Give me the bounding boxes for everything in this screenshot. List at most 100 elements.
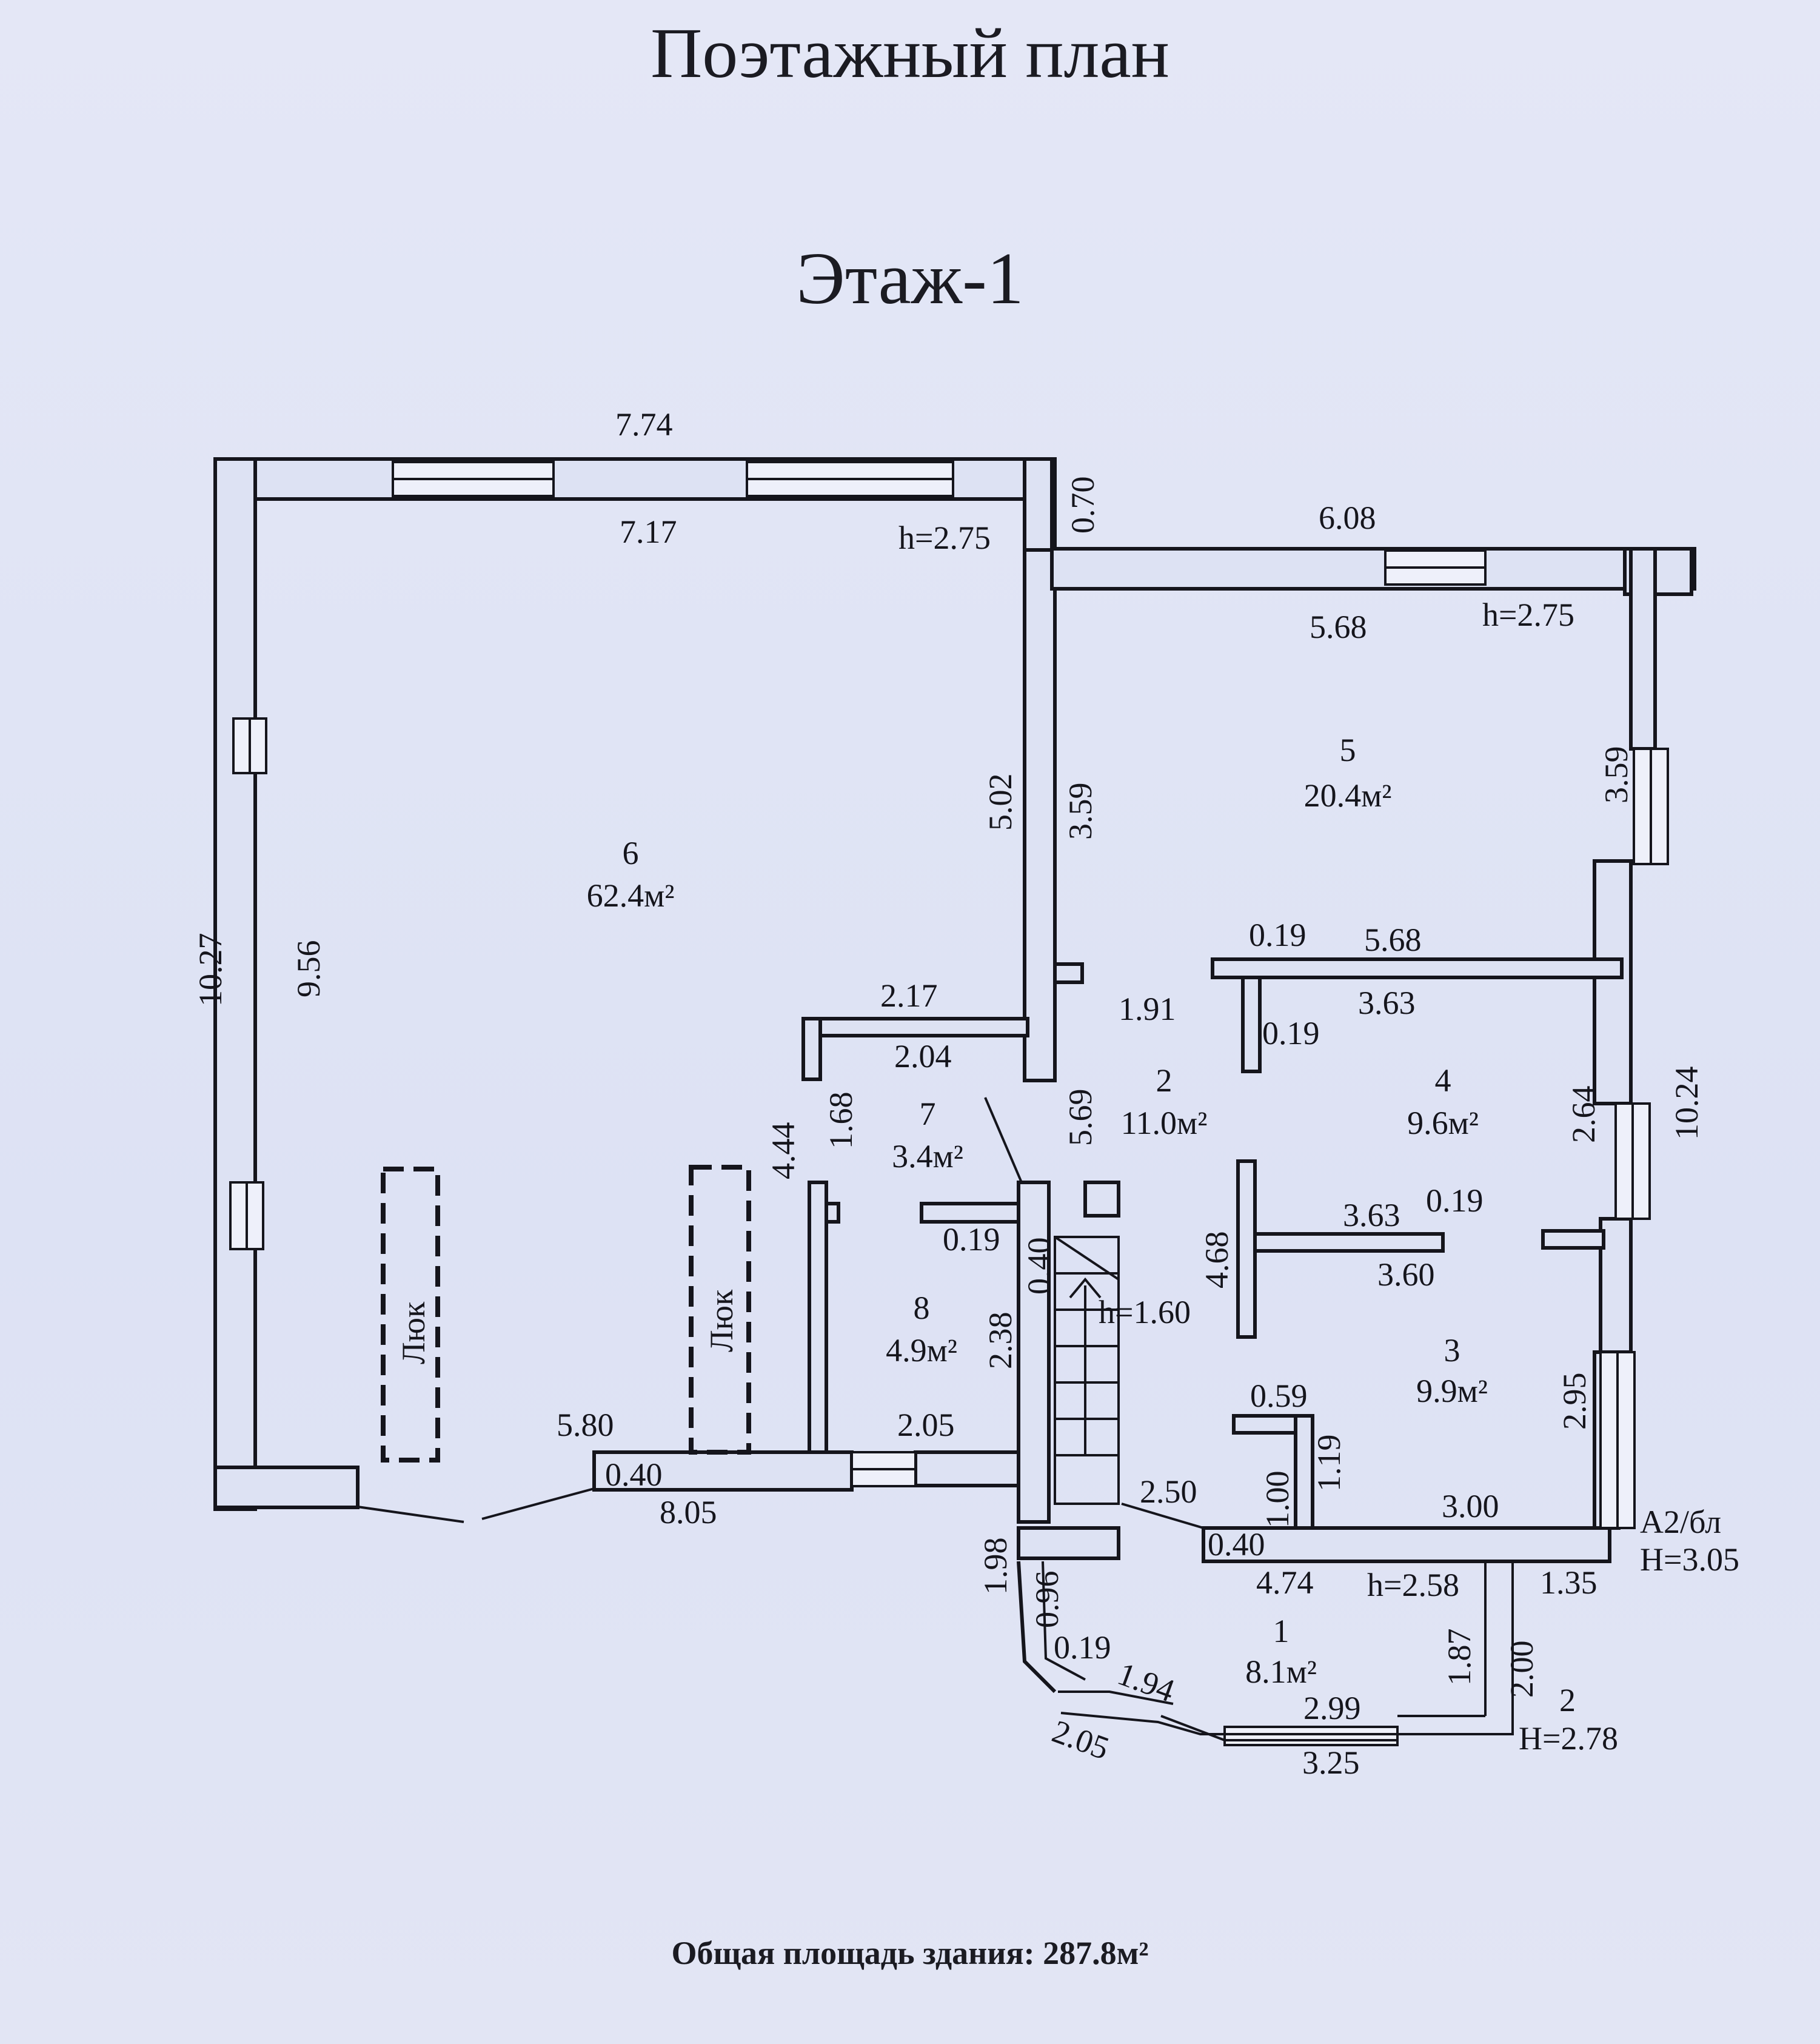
wall-top-right [1050, 547, 1696, 591]
porch-number: 2 [1559, 1682, 1576, 1718]
room-2-area: 11.0м² [1121, 1105, 1208, 1141]
room-6-area: 62.4м² [587, 877, 675, 914]
partition-room7-left [801, 1017, 822, 1081]
windows [229, 461, 1669, 1746]
dim-3-59-right: 3.59 [1598, 746, 1634, 804]
dim-1-87: 1.87 [1441, 1629, 1477, 1686]
dim-5-68-mid: 5.68 [1364, 922, 1422, 958]
dim-10-27: 10.27 [192, 933, 229, 1007]
dim-4-74: 4.74 [1256, 1564, 1314, 1601]
partition-room4-left [1241, 976, 1262, 1073]
room-1-number: 1 [1273, 1613, 1290, 1649]
room-6-number: 6 [623, 835, 639, 871]
dim-2-95: 2.95 [1556, 1373, 1593, 1430]
dim-0-19-b: 0.19 [1262, 1015, 1320, 1051]
wall-bottom-mid2 [914, 1450, 1023, 1487]
dim-5-68-top: 5.68 [1310, 609, 1367, 645]
dim-7-74: 7.74 [615, 406, 673, 443]
partition-nib [825, 1202, 840, 1224]
dim-3-63-a: 3.63 [1358, 985, 1416, 1021]
partition-room5-room4 [1211, 957, 1624, 979]
dim-4-44: 4.44 [765, 1122, 801, 1180]
dim-3-25: 3.25 [1302, 1744, 1360, 1781]
dim-h275-b: h=2.75 [1482, 597, 1574, 633]
dim-0-19-e: 0.19 [1054, 1629, 1111, 1666]
wall-stair-base [1017, 1526, 1120, 1560]
dim-h258: h=2.58 [1367, 1567, 1459, 1603]
partition-room3-bath2 [1294, 1414, 1314, 1530]
dim-2-64: 2.64 [1565, 1086, 1602, 1144]
dim-0-19-d: 0.19 [943, 1221, 1000, 1258]
dim-0-40-right: 0.40 [1208, 1526, 1265, 1563]
partitions [801, 957, 1624, 1530]
hatch-2-label: Люк [703, 1289, 740, 1352]
dim-3-00: 3.00 [1442, 1488, 1499, 1524]
dim-2-05-b: 2.05 [1048, 1713, 1114, 1767]
outer-walls [213, 457, 1696, 1563]
dim-H278: Н=2.78 [1519, 1720, 1618, 1757]
room-1-area: 8.1м² [1245, 1654, 1317, 1690]
partition-room4-room3 [1250, 1232, 1445, 1253]
door-swings [357, 1487, 1204, 1529]
hatches: Люк Люк [381, 1165, 751, 1463]
dim-1-98: 1.98 [977, 1538, 1014, 1595]
partition-stair-box [1083, 1181, 1120, 1218]
dim-5-02: 5.02 [982, 774, 1019, 831]
dim-0-40-stair: 0.40 [1021, 1238, 1057, 1295]
room-4-number: 4 [1435, 1062, 1451, 1099]
dim-2-17: 2.17 [880, 977, 938, 1014]
wall-bottom-room3 [1202, 1526, 1611, 1563]
wall-bottom-left [213, 1466, 360, 1509]
wall-column-cap [1023, 457, 1054, 552]
dim-4-68: 4.68 [1199, 1231, 1235, 1289]
dim-1-91: 1.91 [1119, 991, 1176, 1027]
window-porch [1223, 1726, 1399, 1746]
wall-right-bottom [1599, 1217, 1633, 1354]
room-3-area: 9.9м² [1416, 1373, 1488, 1409]
dim-7-17: 7.17 [620, 514, 677, 550]
dim-2-99: 2.99 [1303, 1690, 1361, 1726]
dim-h160: h=1.60 [1099, 1294, 1191, 1330]
dim-2-50: 2.50 [1140, 1473, 1197, 1510]
dim-1-35: 1.35 [1540, 1564, 1598, 1601]
wall-left [213, 457, 257, 1511]
dim-1-94: 1.94 [1113, 1655, 1179, 1709]
room-5-area: 20.4м² [1304, 777, 1392, 814]
dim-a2bl: А2/бл [1640, 1504, 1721, 1540]
dim-1-19: 1.19 [1311, 1435, 1347, 1492]
entry-porch [1017, 1560, 1607, 1741]
dim-9-56: 9.56 [290, 940, 327, 998]
hatch-1 [381, 1167, 440, 1463]
partition-room8-top [920, 1202, 1020, 1224]
dim-1-00: 1.00 [1259, 1471, 1296, 1529]
dim-h275-a: h=2.75 [898, 520, 991, 556]
dim-2-00: 2.00 [1504, 1641, 1540, 1698]
wall-right-vertical [1629, 547, 1657, 751]
room-8-number: 8 [914, 1290, 930, 1326]
room-3-number: 3 [1444, 1332, 1460, 1369]
floor-title: Этаж-1 [796, 238, 1024, 320]
room-labels: 6 62.4м² 5 20.4м² 7 3.4м² 2 11.0м² 4 9.6… [587, 732, 1488, 1690]
dim-8-05: 8.05 [660, 1494, 717, 1530]
wall-stair-left [1017, 1181, 1051, 1524]
dim-5-80: 5.80 [557, 1407, 614, 1443]
dim-0-70: 0.70 [1065, 477, 1101, 534]
hatch-2 [689, 1165, 751, 1455]
room-5-number: 5 [1340, 732, 1356, 768]
dim-H305: Н=3.05 [1640, 1541, 1739, 1578]
dim-2-04: 2.04 [894, 1038, 952, 1074]
dim-2-38: 2.38 [982, 1312, 1019, 1370]
dim-3-59-mid: 3.59 [1062, 783, 1099, 840]
dim-3-63-b: 3.63 [1343, 1197, 1400, 1233]
wall-right-lower [1593, 859, 1633, 1105]
partition-room3-nib [1541, 1229, 1605, 1250]
room-7-area: 3.4м² [892, 1138, 963, 1174]
dim-0-96: 0.96 [1029, 1571, 1065, 1629]
dim-0-40-left: 0.40 [605, 1456, 663, 1493]
room-2-number: 2 [1156, 1062, 1173, 1099]
dim-2-05-a: 2.05 [897, 1407, 955, 1443]
dim-10-24: 10.24 [1668, 1067, 1705, 1141]
total-area: Общая площадь здания: 287.8м² [671, 1935, 1149, 1971]
